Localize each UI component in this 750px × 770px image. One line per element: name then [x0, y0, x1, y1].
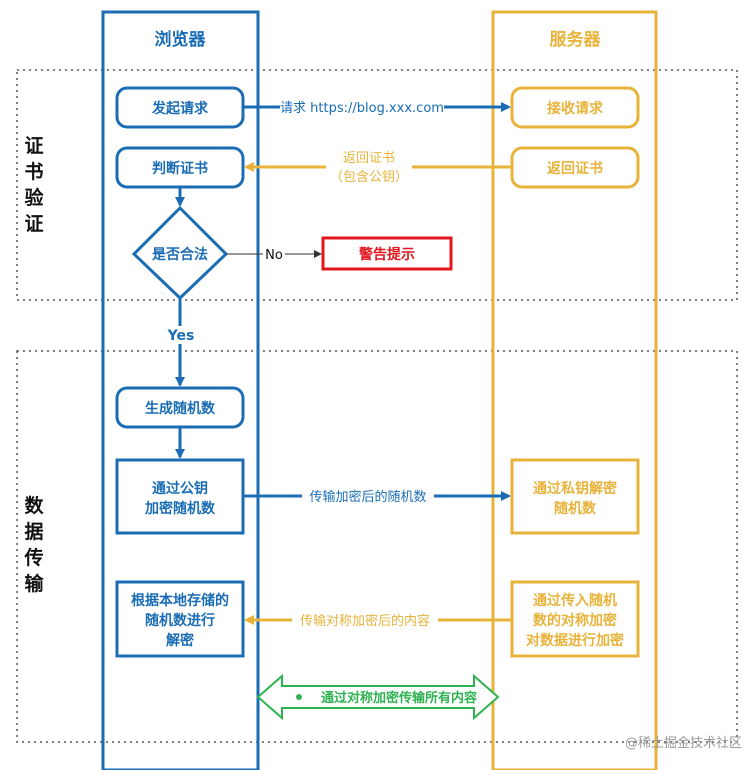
- private-decrypt-label-1: 通过私钥解密: [533, 480, 617, 497]
- warning-node: [321, 236, 453, 271]
- return-cert-label: 返回证书: [547, 160, 603, 177]
- symmetric-encrypt-node: [510, 580, 640, 658]
- cert-label-char: 证: [24, 135, 43, 157]
- data-label-char: 传: [23, 546, 43, 569]
- private-decrypt-node: [510, 458, 640, 535]
- all-symmetric-double-arrow: [256, 673, 500, 721]
- decrypt-label-3: 解密: [166, 632, 194, 649]
- watermark: @稀土掘金技术社区: [625, 735, 742, 751]
- cert-section-label: 证 书 验 证: [24, 135, 44, 235]
- send-encrypted-label: 传输加密后的随机数: [309, 489, 426, 505]
- encrypt-random-label-1: 通过公钥: [152, 480, 208, 497]
- send-symmetric-label: 传输对称加密后的内容: [300, 613, 430, 629]
- warning-label: 警告提示: [359, 246, 415, 263]
- server-lane-title: 服务器: [550, 29, 602, 50]
- decrypt-label-2: 随机数进行: [145, 612, 215, 629]
- server-lane: [491, 10, 658, 770]
- all-symmetric-label: 通过对称加密传输所有内容: [321, 690, 477, 706]
- is-valid-label: 是否合法: [152, 246, 208, 263]
- symmetric-encrypt-label-2: 数的对称加密: [533, 612, 617, 629]
- green-bullet-icon: [296, 694, 302, 700]
- return-cert-label-bg: [326, 150, 412, 188]
- return-cert-edge-label-1: 返回证书: [343, 151, 395, 166]
- browser-lane: [101, 10, 260, 770]
- encrypt-random-label-2: 加密随机数: [144, 500, 216, 517]
- request-label: 请求 https://blog.xxx.com: [280, 101, 444, 116]
- decrypt-label-1: 根据本地存储的: [131, 592, 229, 609]
- cert-label-char: 证: [24, 213, 43, 235]
- cert-label-char: 书: [24, 161, 43, 183]
- data-label-char: 输: [24, 572, 44, 595]
- data-label-char: 数: [24, 494, 44, 517]
- data-section-box: [16, 350, 738, 743]
- judge-cert-label: 判断证书: [152, 160, 208, 177]
- data-label-char: 据: [24, 520, 43, 543]
- decrypt-node: [115, 580, 245, 658]
- no-label: No: [265, 248, 283, 263]
- receive-request-node: [510, 86, 640, 129]
- send-encrypted-label-bg: [302, 488, 434, 506]
- request-label-bg: [280, 98, 444, 116]
- cert-section-box: [16, 69, 738, 301]
- yes-label: Yes: [167, 328, 195, 344]
- gen-random-label: 生成随机数: [145, 400, 216, 417]
- return-cert-edge-label-2: （包含公钥）: [330, 169, 408, 185]
- symmetric-encrypt-label-1: 通过传入随机: [533, 592, 617, 609]
- no-label-bg: [263, 246, 285, 262]
- yes-label-bg: [162, 326, 200, 344]
- data-section-label: 数 据 传 输: [23, 494, 44, 595]
- private-decrypt-label-2: 随机数: [554, 500, 597, 517]
- send-symmetric-label-bg: [292, 611, 438, 629]
- browser-lane-title: 浏览器: [155, 29, 207, 50]
- send-request-label: 发起请求: [151, 100, 209, 117]
- symmetric-encrypt-label-3: 对数据进行加密: [526, 632, 624, 649]
- cert-label-char: 验: [24, 186, 44, 209]
- receive-request-label: 接收请求: [547, 100, 604, 117]
